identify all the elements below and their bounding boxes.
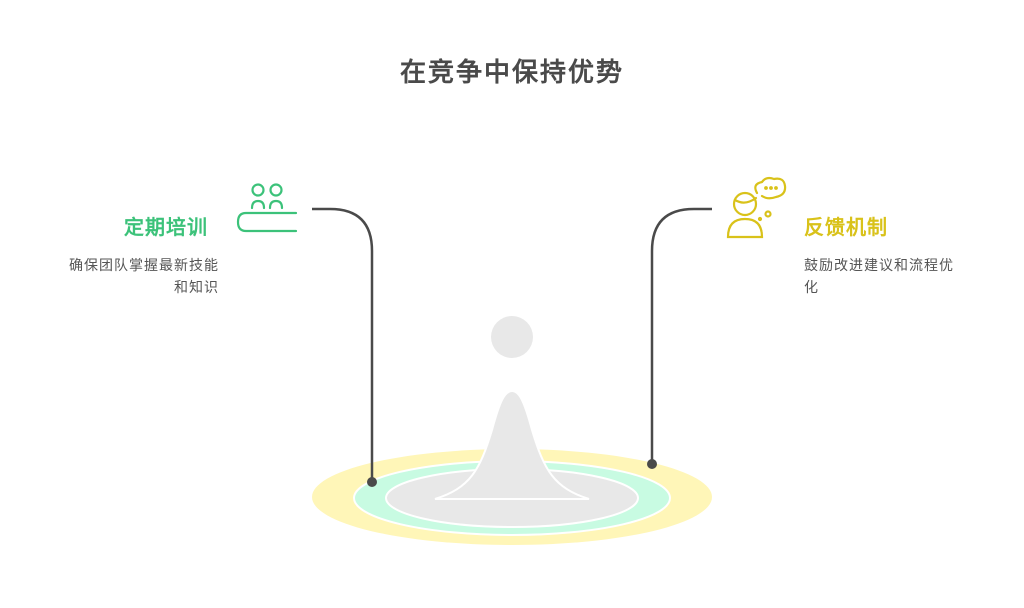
right-description: 鼓励改进建议和流程优 化 — [804, 255, 1004, 299]
right-heading: 反馈机制 — [804, 215, 888, 239]
right-connector — [647, 207, 712, 469]
left-heading: 定期培训 — [124, 215, 208, 239]
left-connector — [312, 207, 377, 487]
right-desc-line2: 化 — [804, 280, 819, 296]
person-figure-icon — [434, 316, 590, 500]
left-description: 确保团队掌握最新技能 和知识 — [19, 255, 219, 299]
left-desc-line1: 确保团队掌握最新技能 — [69, 258, 219, 274]
page-title: 在竞争中保持优势 — [399, 58, 624, 88]
people-at-table-icon — [236, 183, 298, 233]
left-desc-line2: 和知识 — [174, 280, 219, 296]
person-speech-bubble-icon — [726, 176, 787, 239]
right-desc-line1: 鼓励改进建议和流程优 — [804, 258, 954, 274]
